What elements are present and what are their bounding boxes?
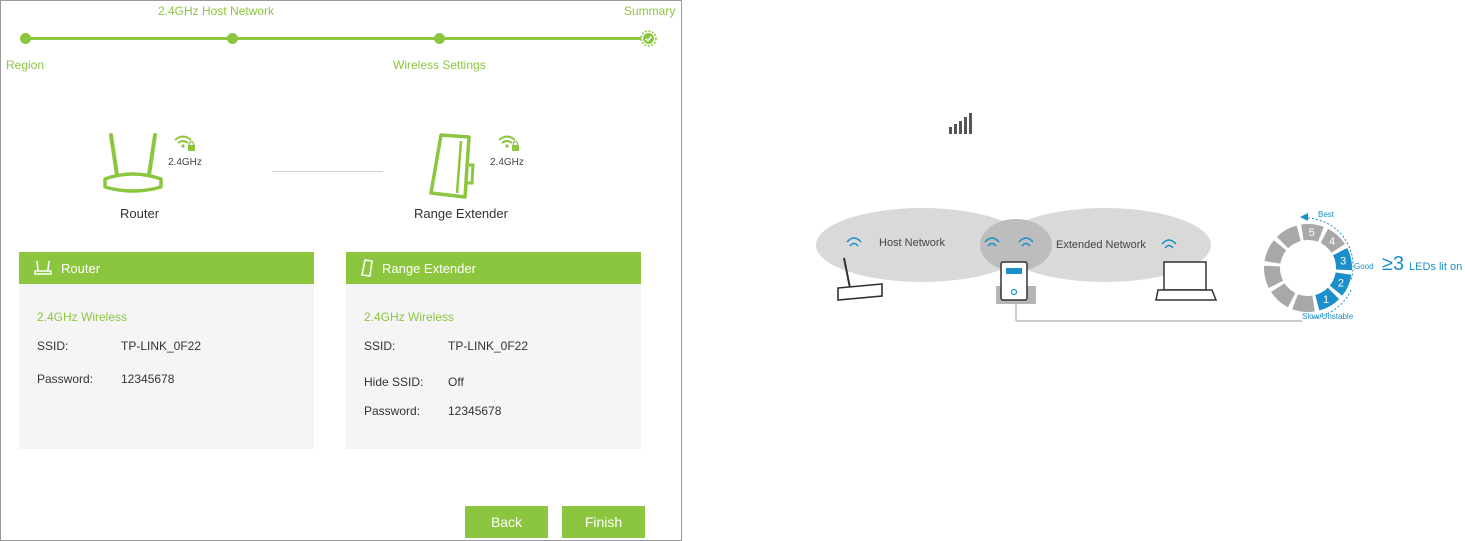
led-segment — [1264, 265, 1284, 288]
router-password-value: 12345678 — [121, 372, 175, 386]
router-ssid-label: SSID: — [37, 339, 69, 353]
extender-ssid-label: SSID: — [364, 339, 396, 353]
extender-band-label: 2.4GHz — [490, 157, 524, 168]
router-panel-header: Router — [19, 252, 314, 284]
extender-password-value: 12345678 — [448, 404, 502, 418]
led-segment-2 — [1329, 272, 1352, 296]
extended-network-coverage — [999, 208, 1211, 282]
good-label: Good — [1354, 262, 1374, 271]
host-network-coverage — [816, 208, 1028, 282]
leds-lit-label: LEDs lit on — [1409, 261, 1463, 273]
led-segment-3 — [1332, 248, 1352, 271]
router-icon — [837, 257, 883, 301]
router-band-label: 2.4GHz — [168, 157, 202, 168]
range-extender-icon — [996, 261, 1036, 304]
led-ring: 12 34 5 — [1264, 224, 1352, 312]
laptop-icon — [1155, 261, 1218, 301]
extender-ssid-value: TP-LINK_0F22 — [448, 339, 529, 353]
step-dot-region — [20, 33, 31, 44]
extender-panel-header: Range Extender — [346, 252, 641, 284]
extender-hide-ssid-label: Hide SSID: — [364, 375, 424, 389]
step-dot-host-network — [227, 33, 238, 44]
router-password-label: Password: — [37, 372, 94, 386]
extender-hide-ssid-value: Off — [448, 375, 464, 389]
setup-wizard: 2.4GHz Host Network Summary Region Wirel… — [0, 0, 682, 541]
led-number-5: 5 — [1309, 227, 1315, 239]
extender-panel-title: Range Extender — [382, 260, 476, 276]
check-circle-icon — [640, 30, 657, 47]
range-extender-icon — [429, 133, 475, 199]
host-network-label: Host Network — [879, 237, 946, 249]
signal-strength-icon — [949, 113, 972, 134]
best-label: Best — [1318, 210, 1335, 219]
connection-line — [272, 171, 383, 172]
step-region-label: Region — [6, 58, 45, 72]
led-number-3: 3 — [1340, 256, 1346, 268]
range-extender-label: Range Extender — [414, 206, 508, 221]
extender-password-label: Password: — [364, 404, 421, 418]
finish-button[interactable]: Finish — [562, 506, 645, 538]
led-number-4: 4 — [1329, 236, 1335, 248]
router-icon — [34, 260, 52, 275]
extender-summary-panel: Range Extender 2.4GHz Wireless SSID: TP-… — [346, 252, 641, 449]
network-diagram-graphic: 12 34 5 — [816, 208, 1354, 322]
extender-band-heading: 2.4GHz Wireless — [364, 310, 455, 324]
slow-unstable-label: Slow/Unstable — [1302, 312, 1354, 321]
led-segment-5 — [1301, 224, 1324, 242]
extended-network-label: Extended Network — [1056, 239, 1146, 251]
led-segment — [1271, 283, 1296, 308]
led-number-1: 1 — [1323, 294, 1329, 306]
step-dot-wireless-settings — [434, 33, 445, 44]
wifi-lock-icon — [174, 135, 195, 151]
led-segment-4 — [1320, 228, 1345, 253]
range-extender-icon — [361, 259, 373, 277]
router-label: Router — [120, 206, 160, 221]
step-summary-label: Summary — [624, 4, 676, 18]
router-ssid-value: TP-LINK_0F22 — [121, 339, 202, 353]
router-icon — [103, 133, 163, 193]
router-panel-title: Router — [61, 260, 101, 276]
led-segment-1 — [1315, 287, 1340, 311]
led-number-2: 2 — [1338, 278, 1344, 290]
led-segment — [1264, 240, 1287, 264]
back-button[interactable]: Back — [465, 506, 548, 538]
step-wireless-settings-label: Wireless Settings — [393, 58, 486, 72]
router-summary-panel: Router 2.4GHz Wireless SSID: TP-LINK_0F2… — [19, 252, 314, 449]
overlap-area — [980, 219, 1052, 271]
step-host-network-label: 2.4GHz Host Network — [158, 4, 275, 18]
progress-line — [25, 37, 649, 40]
wifi-lock-icon — [498, 135, 519, 151]
ge-three-symbol: ≥3 — [1382, 253, 1405, 275]
led-segment — [1276, 225, 1301, 249]
led-segment — [1292, 294, 1315, 312]
router-band-heading: 2.4GHz Wireless — [37, 310, 128, 324]
